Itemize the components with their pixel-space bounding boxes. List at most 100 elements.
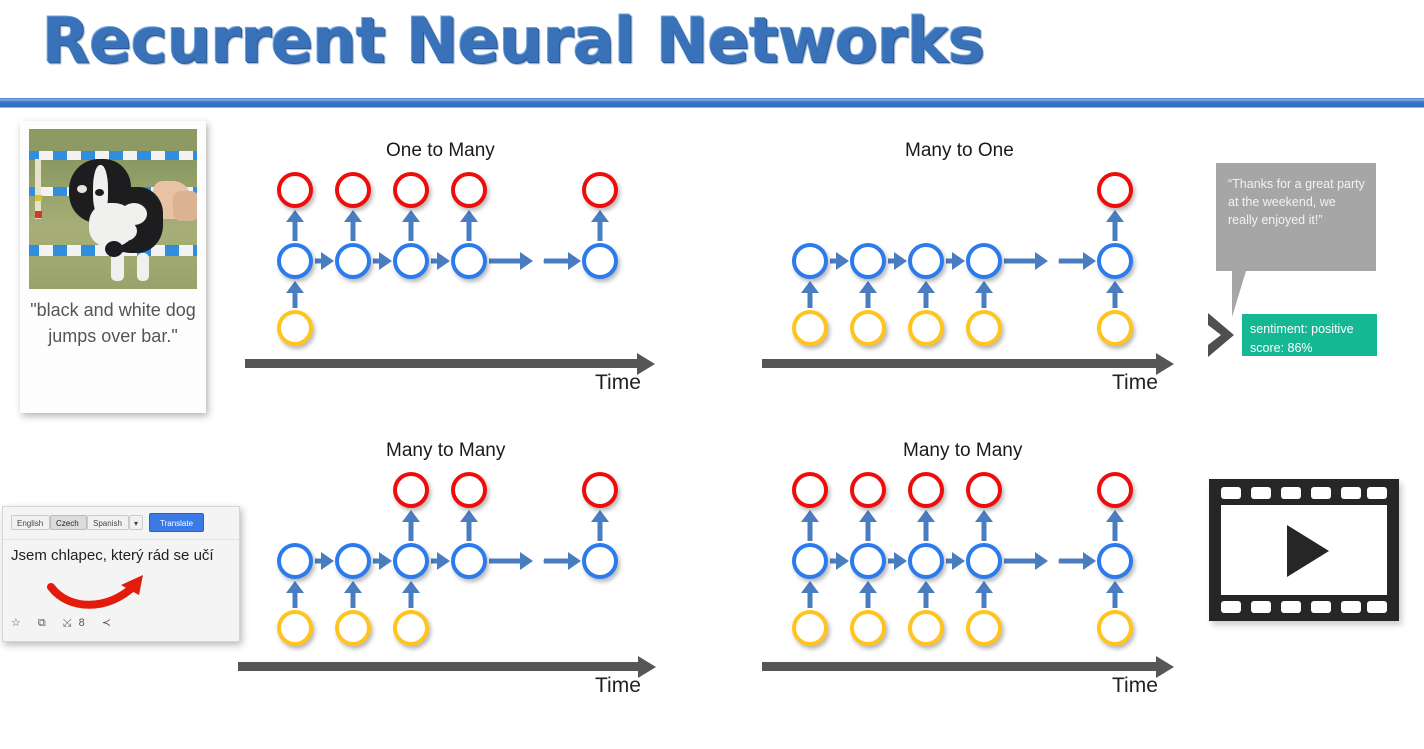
output-node-one-to-many-4	[582, 172, 618, 208]
input-node-many-to-many-sync-4	[1097, 610, 1133, 646]
recurrent-arrow-many-to-one-4	[1059, 251, 1096, 271]
title-divider	[0, 97, 1424, 108]
hidden-to-output-arrow-many-to-one-4	[1105, 210, 1125, 241]
time-axis-many-to-many-seq2seq	[238, 655, 656, 678]
hidden-to-output-arrow-many-to-many-sync-0	[800, 510, 820, 541]
recurrent-arrow-many-to-many-sync-4	[1059, 551, 1096, 571]
title-bar: Recurrent Neural Networks	[0, 0, 1424, 110]
hidden-to-output-arrow-one-to-many-2	[401, 210, 421, 241]
translated-text: Jsem chlapec, který rád se učí	[11, 547, 214, 564]
speech-bubble-tail	[1232, 271, 1246, 317]
hidden-node-one-to-many-1	[335, 243, 371, 279]
recurrent-arrow-many-to-many-seq2seq-4	[544, 551, 581, 571]
diagram-title-many-to-one: Many to One	[905, 140, 1014, 161]
input-node-many-to-many-sync-3	[966, 610, 1002, 646]
hidden-to-output-arrow-many-to-many-sync-3	[974, 510, 994, 541]
chevron-right-icon	[1208, 313, 1234, 357]
time-axis-one-to-many	[245, 352, 655, 375]
hidden-node-many-to-many-seq2seq-4	[582, 543, 618, 579]
input-to-hidden-arrow-many-to-many-sync-0	[800, 581, 820, 608]
hidden-to-output-arrow-one-to-many-4	[590, 210, 610, 241]
recurrent-arrow-many-to-one-1	[888, 251, 907, 271]
hidden-node-many-to-many-seq2seq-1	[335, 543, 371, 579]
hidden-node-one-to-many-0	[277, 243, 313, 279]
dog-caption: "black and white dog jumps over bar."	[30, 300, 196, 347]
input-to-hidden-arrow-one-to-many-0	[285, 281, 305, 308]
hidden-node-many-to-many-sync-1	[850, 543, 886, 579]
input-to-hidden-arrow-many-to-one-4	[1105, 281, 1125, 308]
hidden-to-output-arrow-many-to-many-sync-2	[916, 510, 936, 541]
hidden-node-many-to-many-seq2seq-2	[393, 543, 429, 579]
speech-bubble: “Thanks for a great party at the weekend…	[1216, 163, 1376, 271]
input-node-many-to-many-sync-1	[850, 610, 886, 646]
dog-photo	[29, 129, 197, 289]
page-title: Recurrent Neural Networks	[42, 4, 985, 77]
diagram-title-many-to-many-sync: Many to Many	[903, 440, 1023, 461]
output-node-many-to-many-seq2seq-2	[393, 472, 429, 508]
film-strip-play-icon	[1209, 479, 1399, 621]
input-to-hidden-arrow-many-to-many-sync-1	[858, 581, 878, 608]
hidden-to-output-arrow-many-to-many-seq2seq-3	[459, 510, 479, 541]
sentiment-result-text: sentiment: positive score: 86%	[1250, 320, 1354, 358]
hidden-node-many-to-one-4	[1097, 243, 1133, 279]
input-to-hidden-arrow-many-to-many-seq2seq-0	[285, 581, 305, 608]
output-node-many-to-many-sync-2	[908, 472, 944, 508]
input-to-hidden-arrow-many-to-many-sync-3	[974, 581, 994, 608]
image-caption-card: "black and white dog jumps over bar."	[20, 121, 206, 413]
translate-action-icons[interactable]: ☆ ⧉ ⤩8 ≺	[11, 617, 119, 629]
translate-card[interactable]: English Czech Spanish ▾ Translate Jsem c…	[2, 506, 240, 642]
hidden-to-output-arrow-one-to-many-0	[285, 210, 305, 241]
time-axis-many-to-one	[762, 352, 1174, 375]
output-node-one-to-many-2	[393, 172, 429, 208]
hidden-node-many-to-many-sync-4	[1097, 543, 1133, 579]
red-curved-arrow-icon	[47, 575, 143, 609]
recurrent-arrow-one-to-many-1	[373, 251, 392, 271]
time-axis-many-to-many-sync	[762, 655, 1174, 678]
hidden-to-output-arrow-many-to-many-seq2seq-2	[401, 510, 421, 541]
output-node-many-to-many-sync-1	[850, 472, 886, 508]
hidden-node-one-to-many-2	[393, 243, 429, 279]
lang-button-czech[interactable]: Czech	[50, 515, 87, 530]
time-label-one-to-many: Time	[595, 371, 641, 394]
output-node-many-to-many-sync-4	[1097, 472, 1133, 508]
recurrent-arrow-many-to-many-seq2seq-3	[489, 551, 533, 571]
diagram-title-many-to-many-seq2seq: Many to Many	[386, 440, 506, 461]
hidden-to-output-arrow-many-to-many-sync-1	[858, 510, 878, 541]
play-triangle-icon	[1287, 525, 1329, 577]
translate-button[interactable]: Translate	[149, 513, 205, 532]
recurrent-arrow-many-to-many-sync-0	[830, 551, 849, 571]
time-label-many-to-one: Time	[1112, 371, 1158, 394]
input-node-many-to-many-sync-0	[792, 610, 828, 646]
input-to-hidden-arrow-many-to-many-seq2seq-1	[343, 581, 363, 608]
chevron-down-icon[interactable]: ▾	[129, 515, 143, 530]
input-to-hidden-arrow-many-to-one-3	[974, 281, 994, 308]
hidden-to-output-arrow-many-to-many-seq2seq-4	[590, 510, 610, 541]
hidden-node-many-to-many-seq2seq-0	[277, 543, 313, 579]
recurrent-arrow-many-to-many-sync-2	[946, 551, 965, 571]
input-node-many-to-many-seq2seq-1	[335, 610, 371, 646]
time-label-many-to-many-seq2seq: Time	[595, 674, 641, 697]
recurrent-arrow-one-to-many-4	[544, 251, 581, 271]
input-to-hidden-arrow-many-to-one-2	[916, 281, 936, 308]
hidden-node-many-to-many-seq2seq-3	[451, 543, 487, 579]
sentiment-result-badge: sentiment: positive score: 86%	[1242, 314, 1377, 356]
output-node-one-to-many-1	[335, 172, 371, 208]
input-node-many-to-many-sync-2	[908, 610, 944, 646]
lang-button-english[interactable]: English	[11, 515, 50, 530]
input-to-hidden-arrow-many-to-one-0	[800, 281, 820, 308]
input-node-many-to-one-0	[792, 310, 828, 346]
diagram-title-one-to-many: One to Many	[386, 140, 495, 161]
recurrent-arrow-one-to-many-3	[489, 251, 533, 271]
hidden-to-output-arrow-one-to-many-1	[343, 210, 363, 241]
recurrent-arrow-many-to-one-0	[830, 251, 849, 271]
hidden-node-many-to-many-sync-0	[792, 543, 828, 579]
recurrent-arrow-many-to-one-3	[1004, 251, 1048, 271]
hidden-node-many-to-one-3	[966, 243, 1002, 279]
recurrent-arrow-many-to-many-sync-3	[1004, 551, 1048, 571]
output-node-many-to-many-sync-0	[792, 472, 828, 508]
lang-button-spanish[interactable]: Spanish	[87, 515, 129, 530]
recurrent-arrow-many-to-many-seq2seq-1	[373, 551, 392, 571]
hidden-node-one-to-many-4	[582, 243, 618, 279]
output-node-many-to-many-sync-3	[966, 472, 1002, 508]
recurrent-arrow-many-to-many-seq2seq-2	[431, 551, 450, 571]
